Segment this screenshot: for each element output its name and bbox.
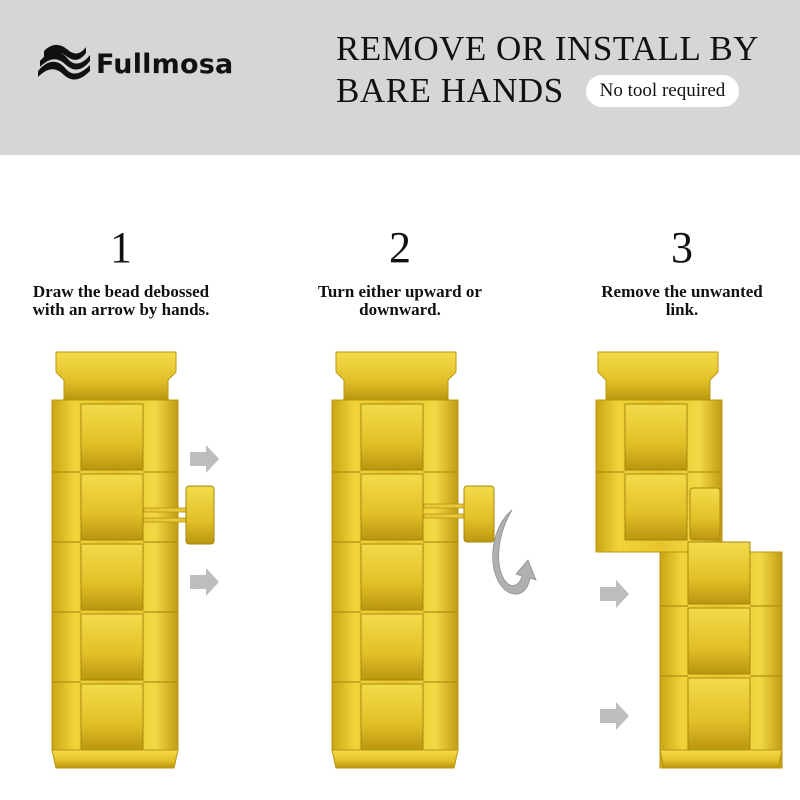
bracelet-step-3 <box>595 351 783 769</box>
arrow-3-upper-icon <box>600 580 629 608</box>
bracelet-step-1 <box>51 351 219 769</box>
step-1-text-line2: with an arrow by hands. <box>32 300 210 319</box>
center-links <box>360 403 424 751</box>
step-3-text: Remove the unwanted link. <box>572 283 792 319</box>
rotate-arrow-icon <box>492 509 537 595</box>
arrow-3-lower-icon <box>600 702 629 730</box>
band-tail <box>331 749 459 769</box>
removed-bead <box>689 487 721 541</box>
step-3-text-line1: Remove the unwanted <box>601 282 763 301</box>
end-piece <box>335 351 457 401</box>
end-piece <box>55 351 177 401</box>
page-headline: REMOVE OR INSTALL BY BARE HANDS No tool … <box>336 28 776 112</box>
step-1-number: 1 <box>110 223 132 272</box>
step-1-text: Draw the bead debossed with an arrow by … <box>11 283 231 319</box>
no-tool-badge: No tool required <box>585 75 740 107</box>
turned-bead <box>463 485 495 543</box>
arrow-1-upper-icon <box>190 445 219 473</box>
band-tail <box>51 749 179 769</box>
step-3-number: 3 <box>671 223 693 272</box>
pulled-bead <box>185 485 215 545</box>
band-tail <box>659 749 783 769</box>
header-banner: Fullmosa REMOVE OR INSTALL BY BARE HANDS… <box>0 0 800 155</box>
wave-stripes-logo-icon <box>38 44 90 80</box>
arrow-1-lower-icon <box>190 568 219 596</box>
pulled-pin <box>423 503 467 509</box>
headline-line1: REMOVE OR INSTALL BY <box>336 29 759 68</box>
brand-name: Fullmosa <box>96 48 234 80</box>
bracelet-illustrations <box>51 351 783 769</box>
step-2-text-line2: downward. <box>359 300 441 319</box>
step-2-number: 2 <box>389 223 411 272</box>
step-2-text: Turn either upward or downward. <box>290 283 510 319</box>
center-links <box>80 403 144 751</box>
end-piece <box>597 351 719 401</box>
headline-line2: BARE HANDS <box>336 71 564 110</box>
step-3-text-line2: link. <box>665 300 699 319</box>
brand-logo: Fullmosa <box>36 36 246 92</box>
bracelet-step-2 <box>331 351 537 769</box>
pulled-pin <box>143 507 187 513</box>
step-1-text-line1: Draw the bead debossed <box>32 282 210 301</box>
step-2-text-line1: Turn either upward or <box>318 282 482 301</box>
